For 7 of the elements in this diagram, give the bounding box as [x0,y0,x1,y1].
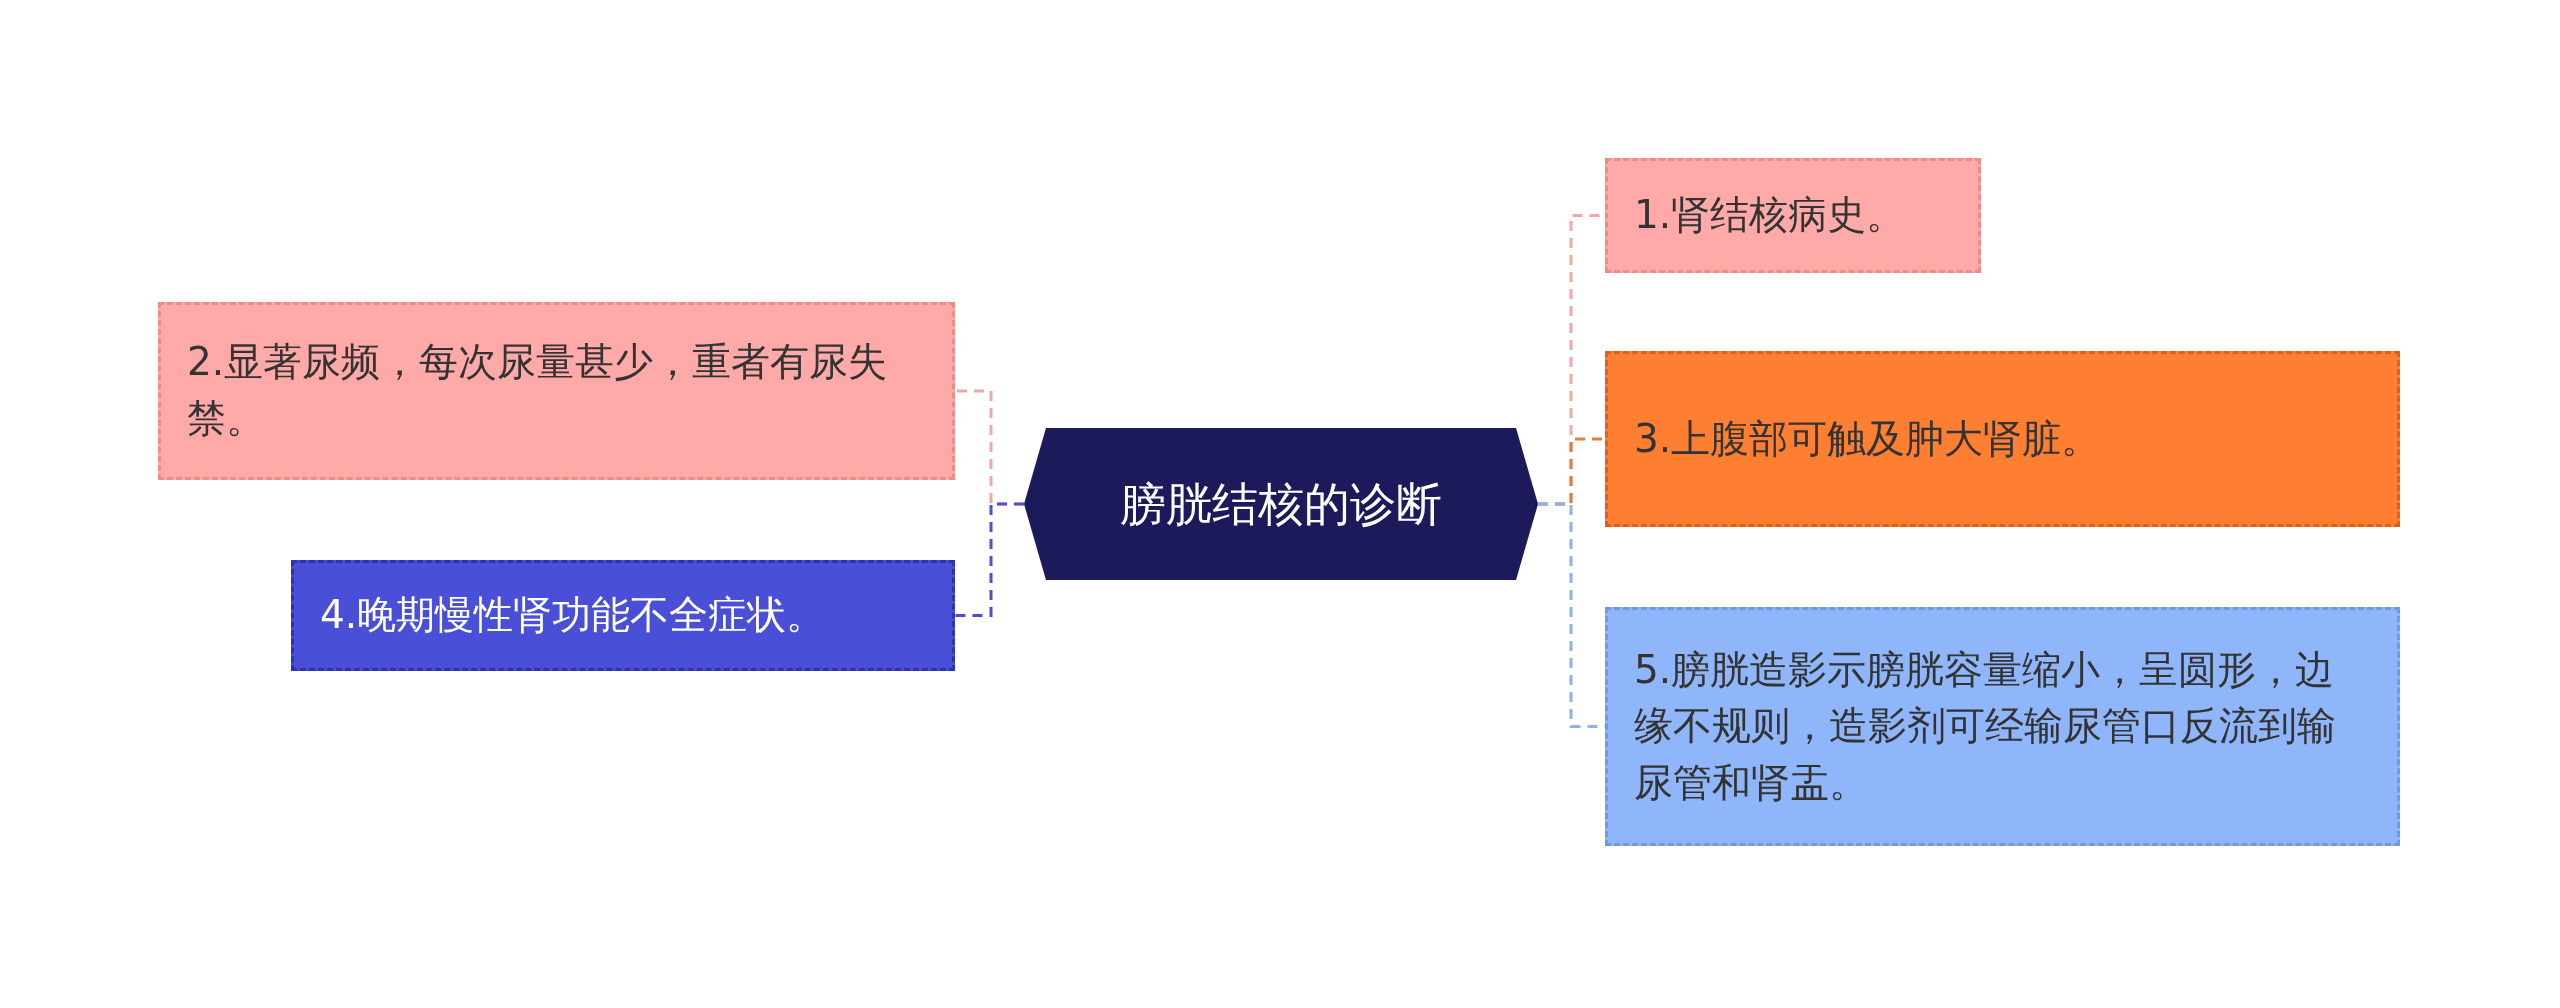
topic-box: 4.晚期慢性肾功能不全症状。 [291,560,955,671]
topic-box: 5.膀胱造影示膀胱容量缩小，呈圆形，边缘不规则，造影剂可经输尿管口反流到输尿管和肾盂。 [1605,607,2400,846]
topic-hexagon: 膀胱结核的诊断 [1024,428,1538,580]
connector-line [955,502,1024,617]
topic-box: 1.肾结核病史。 [1605,158,1981,273]
topic-box: 2.显著尿频，每次尿量甚少，重者有尿失禁。 [158,302,955,480]
topic-box: 3.上腹部可触及肿大肾脏。 [1605,351,2400,527]
